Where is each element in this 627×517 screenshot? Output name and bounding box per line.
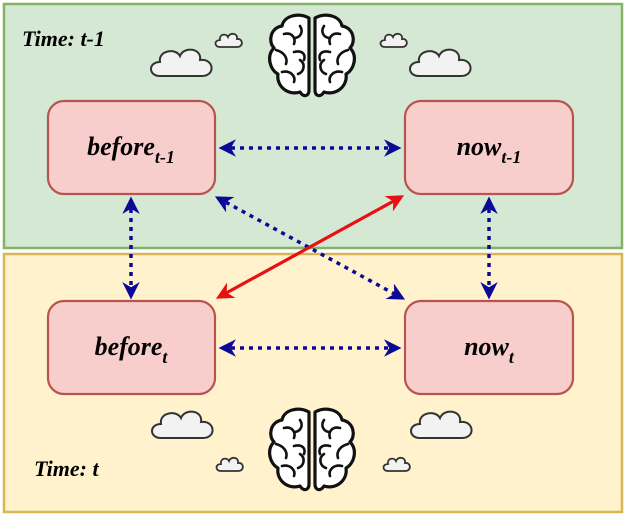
region-label-bottom: Time: t — [34, 456, 99, 481]
svg-text:beforet: beforet — [95, 332, 169, 367]
svg-text:nowt: nowt — [464, 332, 515, 367]
node-before-t: beforet — [46, 299, 217, 396]
node-before-t-minus-1: beforet-1 — [46, 99, 217, 196]
node-main-label: now — [464, 332, 509, 361]
node-subscript: t-1 — [501, 147, 521, 167]
node-now-t-minus-1: nowt-1 — [403, 99, 575, 196]
node-subscript: t — [162, 347, 168, 367]
node-main-label: now — [457, 132, 502, 161]
node-main-label: before — [87, 132, 155, 161]
node-subscript: t — [509, 347, 515, 367]
arrow-now-prev-before-cur — [215, 195, 405, 299]
svg-text:nowt-1: nowt-1 — [457, 132, 522, 167]
node-subscript: t-1 — [155, 147, 175, 167]
node-main-label: before — [95, 332, 163, 361]
node-now-t: nowt — [403, 299, 575, 396]
svg-text:beforet-1: beforet-1 — [87, 132, 175, 167]
region-label-top: Time: t-1 — [22, 26, 105, 51]
